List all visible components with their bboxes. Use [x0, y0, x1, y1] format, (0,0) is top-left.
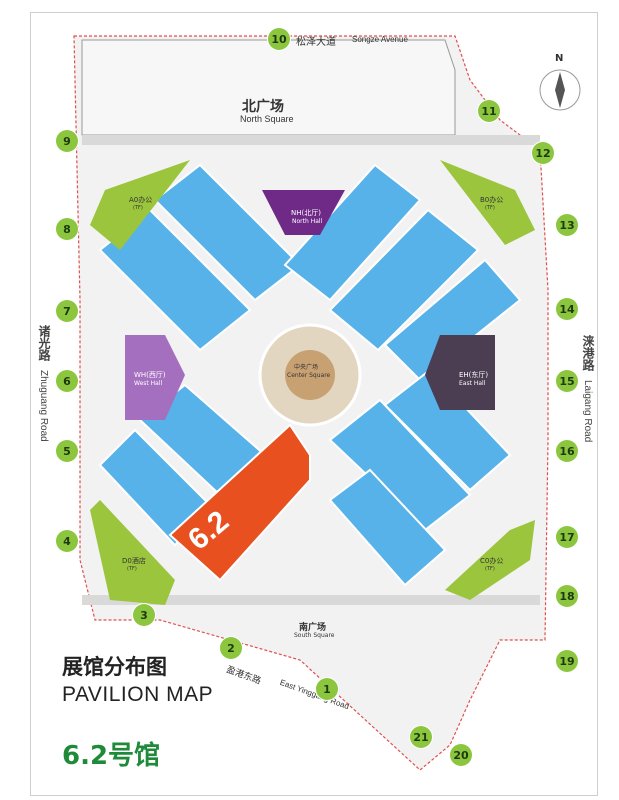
gate-20[interactable]: 20	[450, 744, 472, 766]
gate-15[interactable]: 15	[556, 370, 578, 392]
compass-icon	[539, 69, 581, 111]
center-square-cn: 中央广场	[294, 364, 319, 371]
gate-6[interactable]: 6	[56, 370, 78, 392]
hall-6-2-highlight	[168, 423, 311, 582]
gate-19[interactable]: 19	[556, 650, 578, 672]
gate-4[interactable]: 4	[56, 530, 78, 552]
map-title-en: PAVILION MAP	[62, 683, 214, 706]
gate-17[interactable]: 17	[556, 526, 578, 548]
west-hall-cn: WH(西厅)	[134, 371, 166, 379]
west-hall-en: West Hall	[134, 380, 163, 387]
office-a0	[90, 160, 190, 250]
hall	[383, 368, 512, 492]
gate-18[interactable]: 18	[556, 585, 578, 607]
office-d0-sub: (TF)	[127, 566, 137, 572]
hall	[328, 468, 447, 587]
north-hall-en: North Hall	[292, 218, 323, 225]
road-west-en: Zhuguang Road	[38, 370, 49, 442]
road-east-en: Laigang Road	[582, 380, 593, 443]
east-hall-en: East Hall	[459, 380, 486, 387]
north-hall-cn: NH(北厅)	[291, 209, 321, 217]
north-square-area	[81, 39, 456, 136]
east-hall-cn: EH(东厅)	[459, 371, 489, 379]
office-d0	[90, 500, 175, 605]
east-hall-shape	[425, 335, 495, 410]
hall	[328, 208, 480, 352]
south-square-cn: 南广场	[299, 623, 327, 633]
office-a0-sub: (TF)	[133, 205, 143, 211]
gate-9[interactable]: 9	[56, 130, 78, 152]
office-d0-label: D0酒店	[122, 557, 146, 565]
gate-16[interactable]: 16	[556, 440, 578, 462]
gate-1[interactable]: 1	[316, 678, 338, 700]
gate-2[interactable]: 2	[220, 637, 242, 659]
gate-14[interactable]: 14	[556, 298, 578, 320]
office-c0	[445, 520, 535, 600]
west-hall-shape	[125, 335, 185, 420]
gate-13[interactable]: 13	[556, 214, 578, 236]
center-square-en: Center Square	[287, 372, 331, 379]
compass-label: N	[555, 53, 564, 64]
office-b0-sub: (TF)	[485, 205, 495, 211]
center-square-core	[285, 350, 335, 400]
north-hall-shape	[262, 190, 345, 235]
office-c0-sub: (TF)	[485, 566, 495, 572]
gate-3[interactable]: 3	[133, 604, 155, 626]
gate-12[interactable]: 12	[532, 142, 554, 164]
road-north-cn: 松泽大道	[296, 37, 336, 48]
office-b0	[440, 160, 535, 245]
map-frame	[30, 12, 598, 796]
north-square-cn: 北广场	[242, 99, 284, 115]
gate-8[interactable]: 8	[56, 218, 78, 240]
halls-northeast	[283, 163, 522, 382]
gate-11[interactable]: 11	[478, 100, 500, 122]
office-b0-label: B0办公	[480, 196, 504, 204]
office-a0-label: A0办公	[129, 196, 153, 204]
office-c0-label: C0办公	[480, 557, 504, 565]
north-square-en: North Square	[240, 114, 294, 124]
south-square-en: South Square	[294, 632, 335, 639]
hall-name: 6.2号馆	[62, 741, 161, 771]
gate-21[interactable]: 21	[410, 726, 432, 748]
road-west-cn: 诸光路	[37, 325, 51, 361]
gate-10[interactable]: 10	[268, 28, 290, 50]
road-north-en: Songze Avenue	[352, 35, 408, 44]
road-east-cn: 涞港路	[581, 335, 595, 371]
map-title-cn: 展馆分布图	[62, 655, 167, 679]
gate-7[interactable]: 7	[56, 300, 78, 322]
gate-5[interactable]: 5	[56, 440, 78, 462]
halls-southeast	[328, 368, 512, 587]
